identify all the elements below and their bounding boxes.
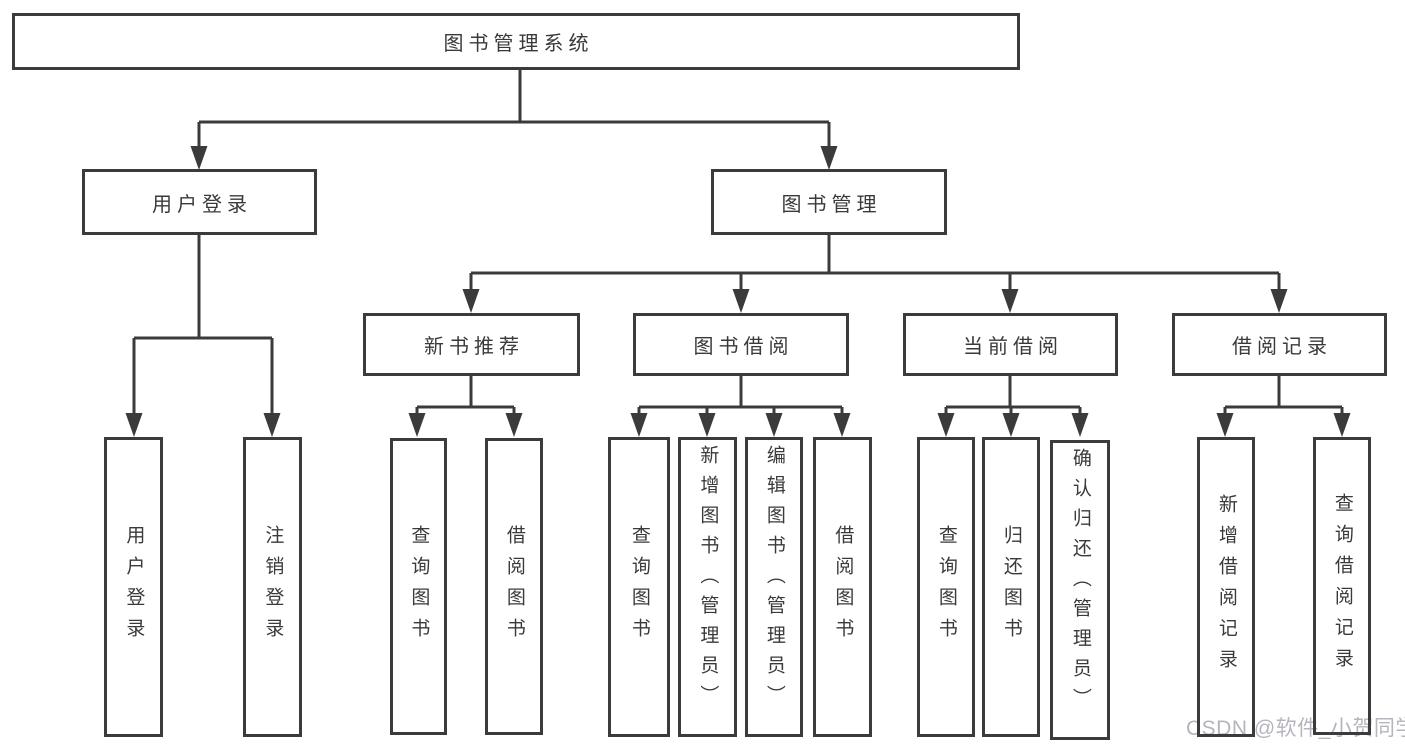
leaf-user-login-label: 用户登录 xyxy=(123,525,145,649)
node-root-system-label: 图书管理系统 xyxy=(443,33,594,55)
leaf-bb-borrow-book: 借阅图书 xyxy=(813,437,872,737)
leaf-bb-borrow-book-label: 借阅图书 xyxy=(832,525,854,649)
node-borrow-records-label: 借阅记录 xyxy=(1232,336,1332,358)
node-book-borrow-label: 图书借阅 xyxy=(693,336,794,358)
node-current-borrow: 当前借阅 xyxy=(903,313,1118,376)
leaf-br-add-record: 新增借阅记录 xyxy=(1197,437,1255,737)
node-book-management: 图书管理 xyxy=(711,169,947,235)
leaf-bb-query-book-label: 查询图书 xyxy=(628,525,650,649)
watermark: CSDN @软件_小贺同学 xyxy=(1186,717,1405,740)
node-user-login-label: 用户登录 xyxy=(152,193,252,216)
node-book-borrow: 图书借阅 xyxy=(633,313,849,376)
leaf-logout: 注销登录 xyxy=(243,437,302,737)
leaf-cb-query-book-label: 查询图书 xyxy=(935,525,957,649)
leaf-bb-edit-book-admin-label: 编辑图书（管理员） xyxy=(763,445,785,715)
node-root-system: 图书管理系统 xyxy=(12,13,1020,70)
node-book-management-label: 图书管理 xyxy=(781,193,882,216)
node-current-borrow-label: 当前借阅 xyxy=(963,336,1063,358)
leaf-br-query-record-label: 查询借阅记录 xyxy=(1331,493,1353,679)
leaf-user-login: 用户登录 xyxy=(104,437,163,737)
node-new-book-recommend-label: 新书推荐 xyxy=(424,336,524,358)
leaf-nb-borrow-book-label: 借阅图书 xyxy=(503,524,525,649)
leaf-nb-borrow-book: 借阅图书 xyxy=(485,438,543,735)
leaf-br-query-record: 查询借阅记录 xyxy=(1313,437,1371,735)
leaf-bb-edit-book-admin: 编辑图书（管理员） xyxy=(745,437,803,737)
leaf-nb-query-book-label: 查询图书 xyxy=(408,524,430,649)
leaf-bb-add-book-admin-label: 新增图书（管理员） xyxy=(697,445,719,715)
node-new-book-recommend: 新书推荐 xyxy=(363,313,580,376)
leaf-logout-label: 注销登录 xyxy=(262,525,284,649)
leaf-cb-return-book-label: 归还图书 xyxy=(1000,525,1022,649)
leaf-cb-confirm-return-admin-label: 确认归还（管理员） xyxy=(1069,448,1091,718)
leaf-nb-query-book: 查询图书 xyxy=(390,438,447,735)
node-borrow-records: 借阅记录 xyxy=(1172,313,1387,376)
leaf-br-add-record-label: 新增借阅记录 xyxy=(1215,494,1237,680)
leaf-cb-query-book: 查询图书 xyxy=(917,437,975,737)
leaf-bb-add-book-admin: 新增图书（管理员） xyxy=(678,437,737,737)
leaf-cb-confirm-return-admin: 确认归还（管理员） xyxy=(1050,440,1110,740)
leaf-cb-return-book: 归还图书 xyxy=(982,437,1040,737)
leaf-bb-query-book: 查询图书 xyxy=(608,437,670,737)
node-user-login: 用户登录 xyxy=(82,169,317,235)
